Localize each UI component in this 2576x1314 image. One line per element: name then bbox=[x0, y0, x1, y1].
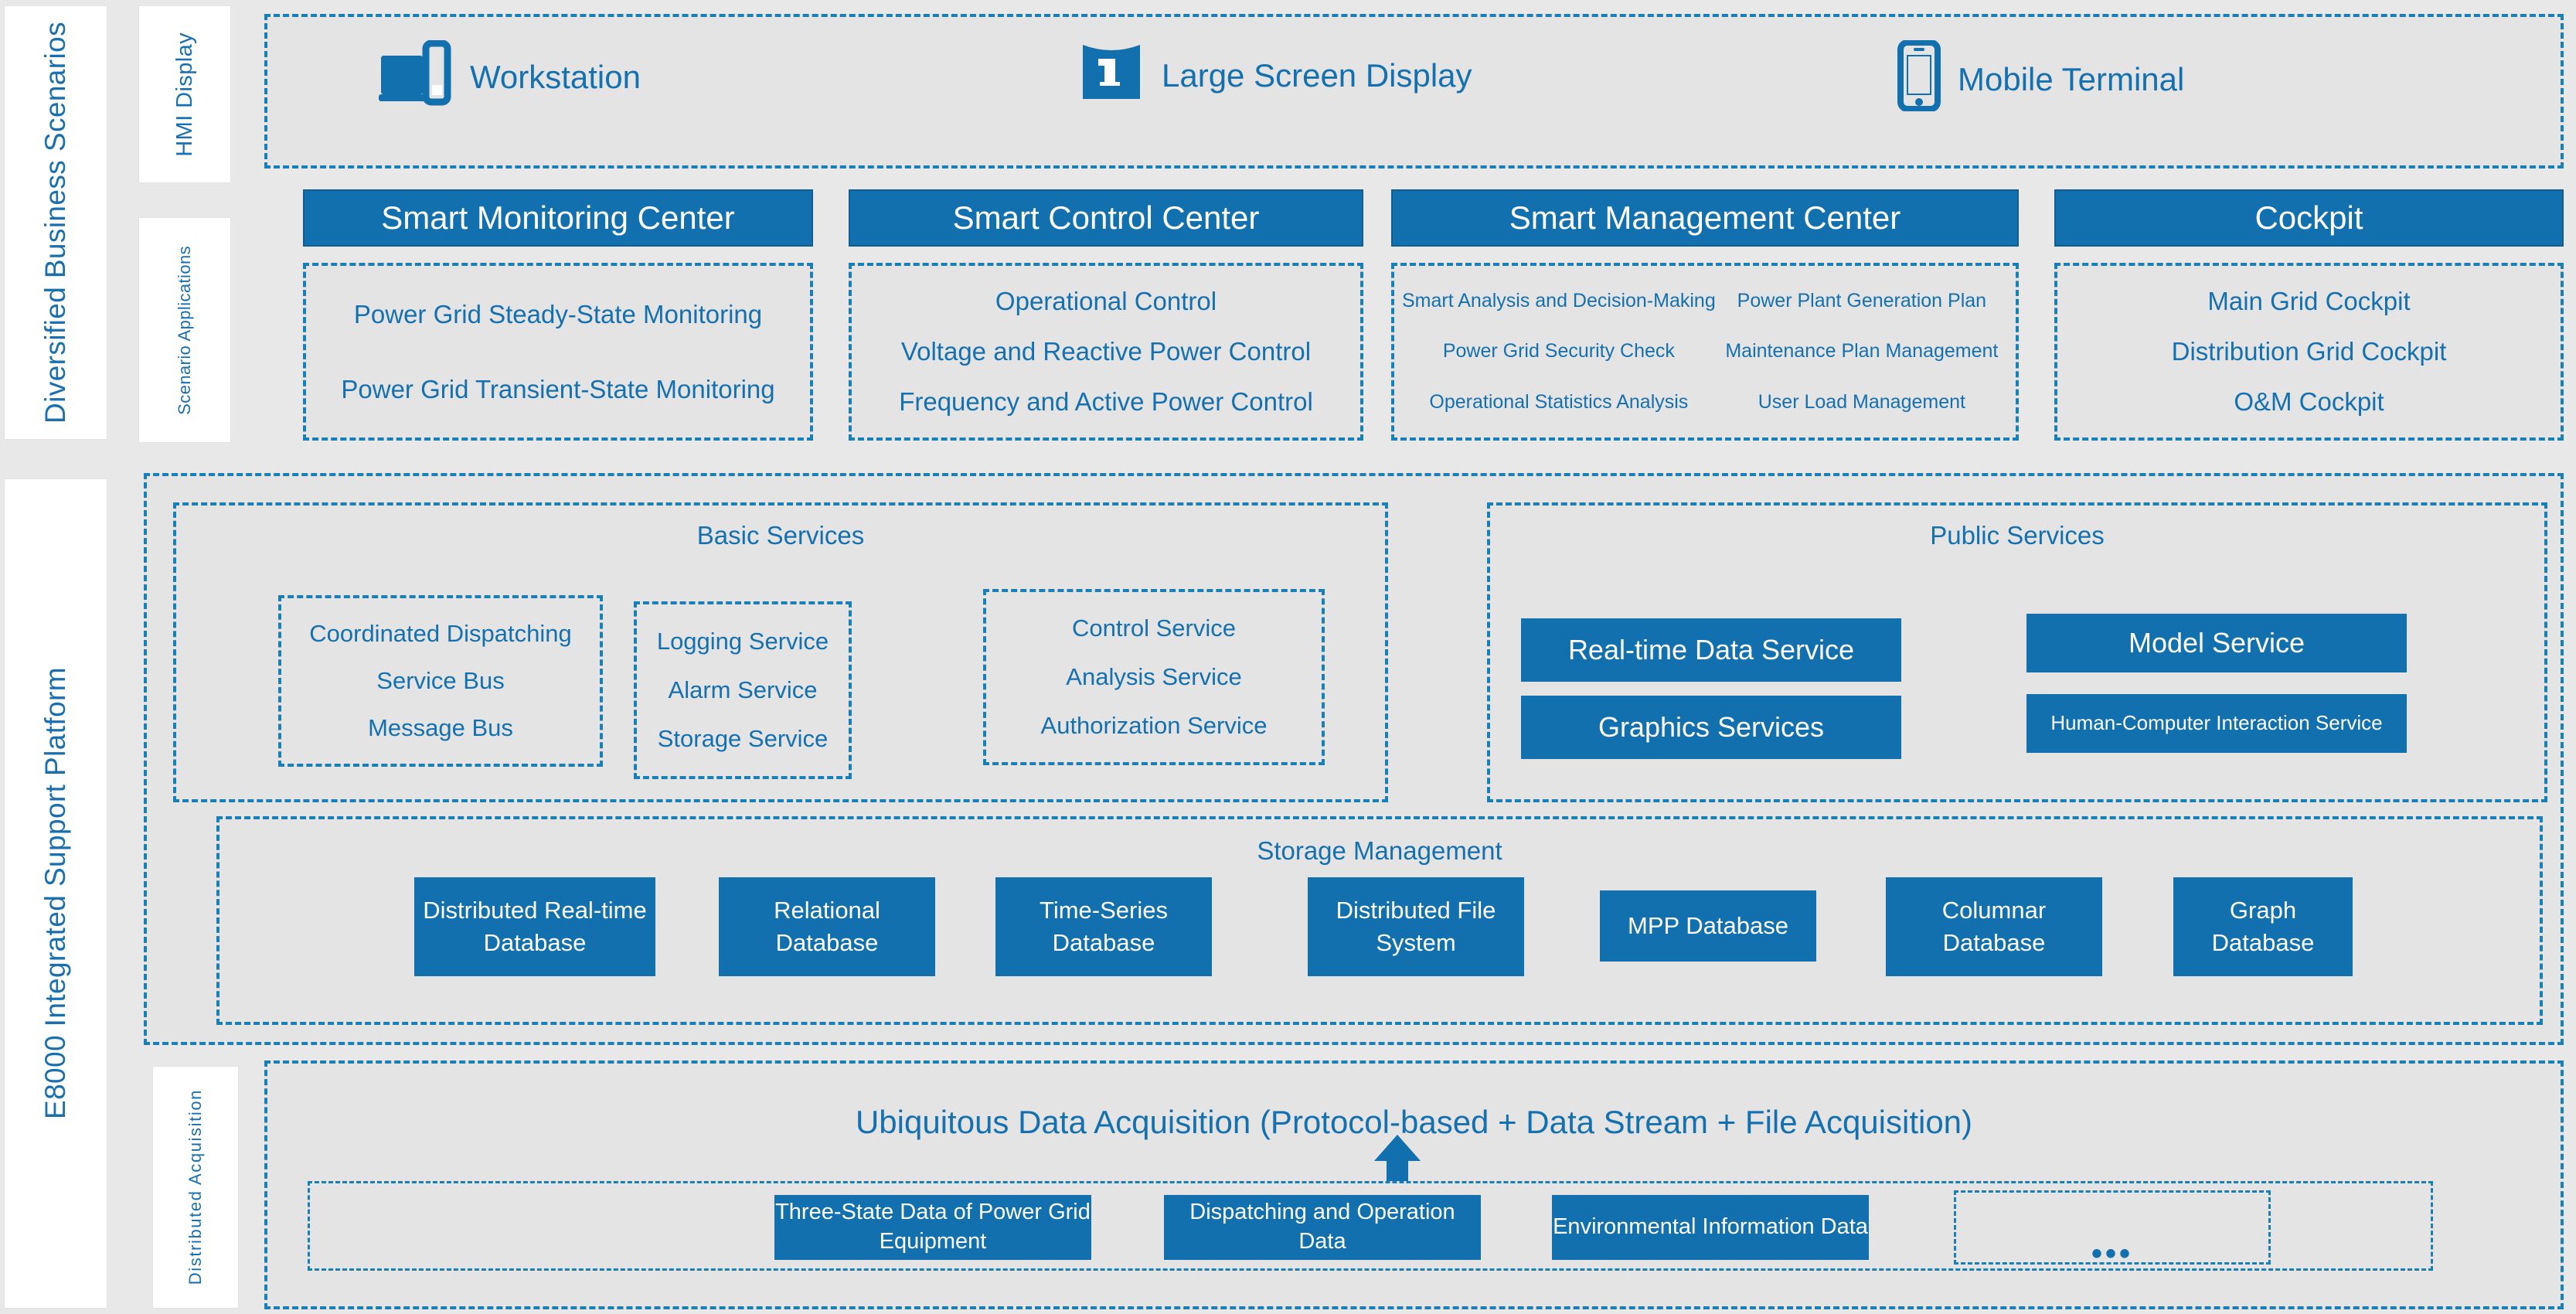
database-graph[interactable]: Graph Database bbox=[2173, 877, 2353, 976]
list-item[interactable]: Power Grid Transient-State Monitoring bbox=[341, 374, 775, 403]
list-item[interactable]: Power Grid Security Check bbox=[1442, 340, 1675, 363]
list-item[interactable]: Power Grid Steady-State Monitoring bbox=[353, 299, 763, 328]
database-time-series[interactable]: Time-Series Database bbox=[995, 877, 1212, 976]
list-item[interactable]: Power Plant Generation Plan bbox=[1737, 290, 1987, 312]
large-screen-icon bbox=[1078, 40, 1145, 111]
list-item[interactable]: Frequency and Active Power Control bbox=[899, 386, 1313, 416]
basic-services-group-control: Control Service Analysis Service Authori… bbox=[983, 589, 1325, 765]
basic-services-group-logging: Logging Service Alarm Service Storage Se… bbox=[634, 601, 852, 779]
rail-label-acquisition: Distributed Acquisition bbox=[185, 1089, 205, 1285]
list-item[interactable]: Distribution Grid Cockpit bbox=[2171, 336, 2447, 366]
column-body-cockpit: Main Grid Cockpit Distribution Grid Cock… bbox=[2054, 263, 2564, 441]
acquisition-source-dispatching-operation-data[interactable]: Dispatching and Operation Data bbox=[1164, 1195, 1481, 1260]
hmi-label-mobile-terminal: Mobile Terminal bbox=[1958, 61, 2185, 97]
list-item[interactable]: Message Bus bbox=[368, 713, 513, 741]
acquisition-source-environmental-information-data[interactable]: Environmental Information Data bbox=[1552, 1195, 1869, 1260]
list-item[interactable]: User Load Management bbox=[1758, 390, 1965, 413]
rail-distributed-acquisition: Distributed Acquisition bbox=[153, 1067, 238, 1308]
hmi-display-panel bbox=[264, 14, 2564, 169]
public-service-real-time-data[interactable]: Real-time Data Service bbox=[1521, 618, 1901, 682]
list-item[interactable]: O&M Cockpit bbox=[2234, 386, 2384, 416]
basic-services-title: Basic Services bbox=[696, 521, 865, 550]
column-body-smart-control-center: Operational Control Voltage and Reactive… bbox=[849, 263, 1363, 441]
list-item[interactable]: Coordinated Dispatching bbox=[309, 620, 572, 648]
public-services-title: Public Services bbox=[1930, 521, 2105, 550]
database-distributed-real-time[interactable]: Distributed Real-time Database bbox=[414, 877, 655, 976]
list-item[interactable]: Main Grid Cockpit bbox=[2207, 287, 2411, 316]
header-label: Smart Control Center bbox=[952, 199, 1260, 236]
rail-scenario-applications: Scenario Applications bbox=[139, 218, 230, 442]
mobile-phone-icon bbox=[1897, 39, 1941, 119]
database-relational[interactable]: Relational Database bbox=[719, 877, 935, 976]
database-mpp[interactable]: MPP Database bbox=[1600, 890, 1816, 962]
acquisition-source-three-state-data[interactable]: Three-State Data of Power Grid Equipment bbox=[774, 1195, 1091, 1260]
column-header-smart-management-center[interactable]: Smart Management Center bbox=[1391, 189, 2019, 247]
list-item[interactable]: Maintenance Plan Management bbox=[1725, 340, 1999, 363]
list-item[interactable]: Operational Control bbox=[995, 287, 1217, 316]
list-item[interactable]: Operational Statistics Analysis bbox=[1429, 390, 1689, 413]
list-item[interactable]: Authorization Service bbox=[1040, 711, 1268, 739]
workstation-icon bbox=[379, 39, 453, 114]
rail-e8000-platform: E8000 Integrated Support Platform bbox=[5, 479, 107, 1308]
basic-services-group-dispatch: Coordinated Dispatching Service Bus Mess… bbox=[278, 595, 603, 767]
list-item[interactable]: Smart Analysis and Decision-Making bbox=[1402, 290, 1716, 312]
ellipsis-icon: ••• bbox=[2091, 1237, 2133, 1271]
hmi-item-workstation[interactable]: Workstation bbox=[379, 39, 641, 114]
database-columnar[interactable]: Columnar Database bbox=[1886, 877, 2102, 976]
list-item[interactable]: Analysis Service bbox=[1066, 662, 1242, 690]
rail-label-scenarios: Diversified Business Scenarios bbox=[39, 22, 71, 424]
public-service-model[interactable]: Model Service bbox=[2026, 614, 2407, 672]
header-label: Cockpit bbox=[2254, 199, 2363, 236]
list-item[interactable]: Service Bus bbox=[376, 666, 505, 694]
rail-label-hmi: HMI Display bbox=[172, 32, 197, 157]
hmi-label-workstation: Workstation bbox=[470, 59, 641, 95]
column-body-smart-management-center: Smart Analysis and Decision-Making Power… bbox=[1391, 263, 2019, 441]
hmi-item-large-screen-display[interactable]: Large Screen Display bbox=[1078, 40, 1472, 111]
list-item[interactable]: Alarm Service bbox=[668, 676, 818, 703]
acquisition-source-placeholder: ••• bbox=[1954, 1190, 2271, 1271]
column-header-smart-monitoring-center[interactable]: Smart Monitoring Center bbox=[303, 189, 813, 247]
public-service-graphics[interactable]: Graphics Services bbox=[1521, 696, 1901, 759]
column-header-cockpit[interactable]: Cockpit bbox=[2054, 189, 2564, 247]
list-item[interactable]: Control Service bbox=[1072, 614, 1236, 642]
list-item[interactable]: Storage Service bbox=[657, 725, 829, 753]
rail-diversified-business-scenarios: Diversified Business Scenarios bbox=[5, 6, 107, 439]
rail-hmi-display: HMI Display bbox=[139, 6, 230, 182]
hmi-item-mobile-terminal[interactable]: Mobile Terminal bbox=[1897, 39, 2185, 119]
storage-management-title: Storage Management bbox=[1257, 836, 1502, 865]
data-acquisition-title: Ubiquitous Data Acquisition (Protocol-ba… bbox=[855, 1104, 1973, 1140]
header-label: Smart Monitoring Center bbox=[381, 199, 735, 236]
public-service-human-computer-interaction[interactable]: Human-Computer Interaction Service bbox=[2026, 694, 2407, 753]
database-distributed-file-system[interactable]: Distributed File System bbox=[1308, 877, 1524, 976]
column-body-smart-monitoring-center: Power Grid Steady-State Monitoring Power… bbox=[303, 263, 813, 441]
list-item[interactable]: Voltage and Reactive Power Control bbox=[900, 336, 1312, 366]
list-item[interactable]: Logging Service bbox=[656, 627, 829, 655]
rail-label-platform: E8000 Integrated Support Platform bbox=[39, 667, 71, 1120]
column-header-smart-control-center[interactable]: Smart Control Center bbox=[849, 189, 1363, 247]
hmi-label-large-screen: Large Screen Display bbox=[1162, 57, 1472, 94]
rail-label-apps: Scenario Applications bbox=[175, 245, 194, 415]
header-label: Smart Management Center bbox=[1509, 199, 1901, 236]
